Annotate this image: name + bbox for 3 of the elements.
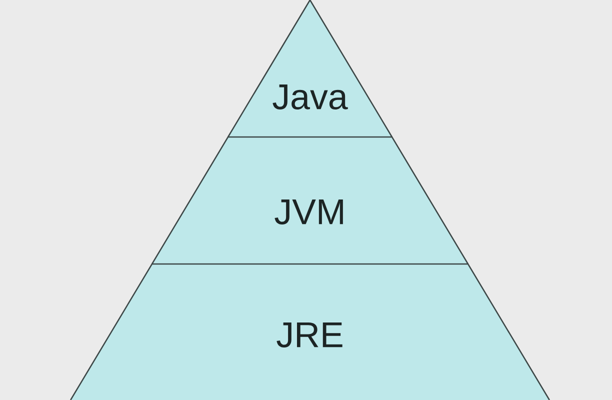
pyramid-layer: JVM — [151, 136, 469, 264]
pyramid-layer: Java — [227, 0, 393, 138]
pyramid-layer: JRE — [70, 263, 550, 400]
